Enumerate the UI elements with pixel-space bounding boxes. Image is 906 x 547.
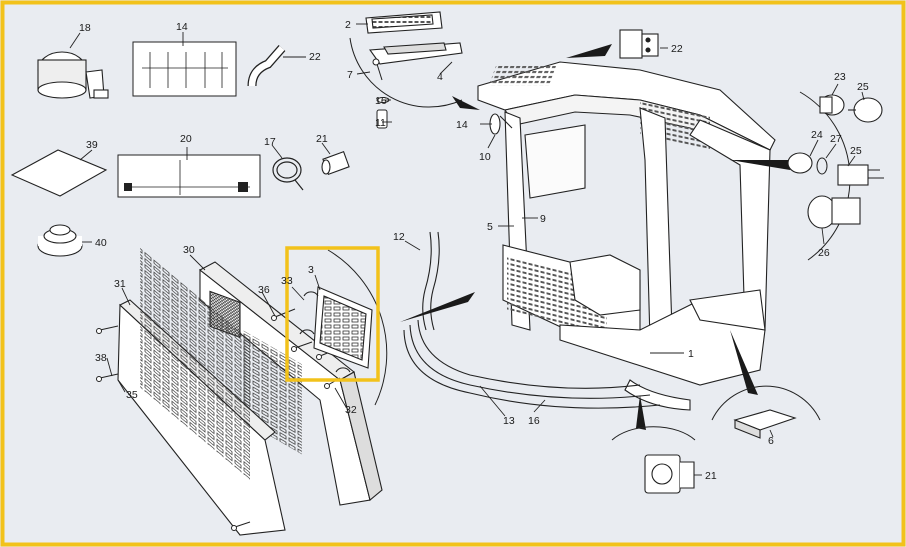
part-25-knob <box>819 94 845 116</box>
leader-arc-top <box>349 37 463 108</box>
callout-10: 10 <box>479 151 491 163</box>
part-17-pressure-switch <box>37 51 109 99</box>
callout-3: 3 <box>308 264 314 276</box>
pointer-6 <box>730 330 758 395</box>
callout-17: 18 <box>79 22 91 34</box>
part-2-filter-cover <box>365 11 443 34</box>
part-3-cab-filter <box>299 286 373 373</box>
callout-30: 27 <box>830 133 842 145</box>
callout-27: 25 <box>857 81 869 93</box>
leader-arc-20 <box>611 426 696 441</box>
part-6-step <box>733 409 797 439</box>
callout-21: 21 <box>316 133 328 145</box>
callout-40: 40 <box>95 237 107 249</box>
pointer-24 <box>566 44 612 58</box>
highlight-box-part-3 <box>285 246 380 382</box>
part-31-side-panel <box>198 261 383 506</box>
callout-1: 1 <box>688 348 694 360</box>
part-39-pad <box>10 149 108 197</box>
pointer-right-cluster <box>730 160 800 170</box>
callout-25b: 24 <box>811 129 823 141</box>
cab-assembly <box>477 61 776 411</box>
callout-24: 22 <box>671 43 683 55</box>
part-4-filter-frame <box>368 42 463 65</box>
part-28-switch <box>807 195 861 229</box>
callout-28: 26 <box>818 247 830 259</box>
part-21-coupling <box>321 151 350 175</box>
callout-13: 14 <box>176 21 188 33</box>
callout-39: 39 <box>86 139 98 151</box>
part-7-screw <box>372 58 383 81</box>
callout-14: 14 <box>456 119 468 131</box>
callout-16: 16 <box>528 415 540 427</box>
callout-18: 16 <box>375 95 387 107</box>
callout-labels: 18 14 22 2 4 7 16 11 14 10 39 20 17 21 4… <box>79 19 869 482</box>
leader-arc-6 <box>711 385 821 421</box>
callout-15: 13 <box>503 415 515 427</box>
pointer-20 <box>636 395 646 430</box>
part-26-switch <box>837 164 884 186</box>
part-23-wiring-label <box>117 154 261 198</box>
part-24-connector <box>619 29 659 59</box>
callout-35a: 33 <box>281 275 293 287</box>
callout-25a: 23 <box>834 71 846 83</box>
part-25b-knob <box>787 152 813 174</box>
part-27-knob <box>848 97 883 123</box>
part-30-washer <box>816 157 828 175</box>
part-20-coupler-assembly <box>644 454 695 494</box>
part-40-rubber-plug <box>37 224 83 257</box>
callout-20: 21 <box>705 470 717 482</box>
leader-lines <box>69 23 865 476</box>
callout-35b: 35 <box>126 389 138 401</box>
callout-4: 4 <box>437 71 443 83</box>
pointer-detail <box>400 292 475 322</box>
callout-26: 25 <box>850 145 862 157</box>
callout-9: 9 <box>540 213 546 225</box>
callout-2: 2 <box>345 19 351 31</box>
callout-7: 7 <box>347 69 353 81</box>
callout-32: 31 <box>114 278 126 290</box>
part-19-hose-clamp <box>272 157 304 191</box>
callout-22: 22 <box>309 51 321 63</box>
callout-6: 6 <box>768 435 774 447</box>
leader-arc-detail <box>327 249 388 406</box>
callout-23: 20 <box>180 133 192 145</box>
harness-lines <box>403 231 661 409</box>
callout-38: 38 <box>95 352 107 364</box>
callout-31: 30 <box>183 244 195 256</box>
pointer-top <box>452 96 480 110</box>
callout-5: 5 <box>487 221 493 233</box>
callout-11: 11 <box>375 117 386 129</box>
callout-12: 12 <box>393 231 405 243</box>
part-13-wiring-label <box>132 41 237 97</box>
part-11-sensor <box>376 109 388 129</box>
bolts <box>96 308 341 531</box>
part-32-grille-panel <box>117 247 286 536</box>
callout-19: 17 <box>264 136 276 148</box>
callout-36: 36 <box>258 284 270 296</box>
callout-33: 32 <box>345 404 357 416</box>
